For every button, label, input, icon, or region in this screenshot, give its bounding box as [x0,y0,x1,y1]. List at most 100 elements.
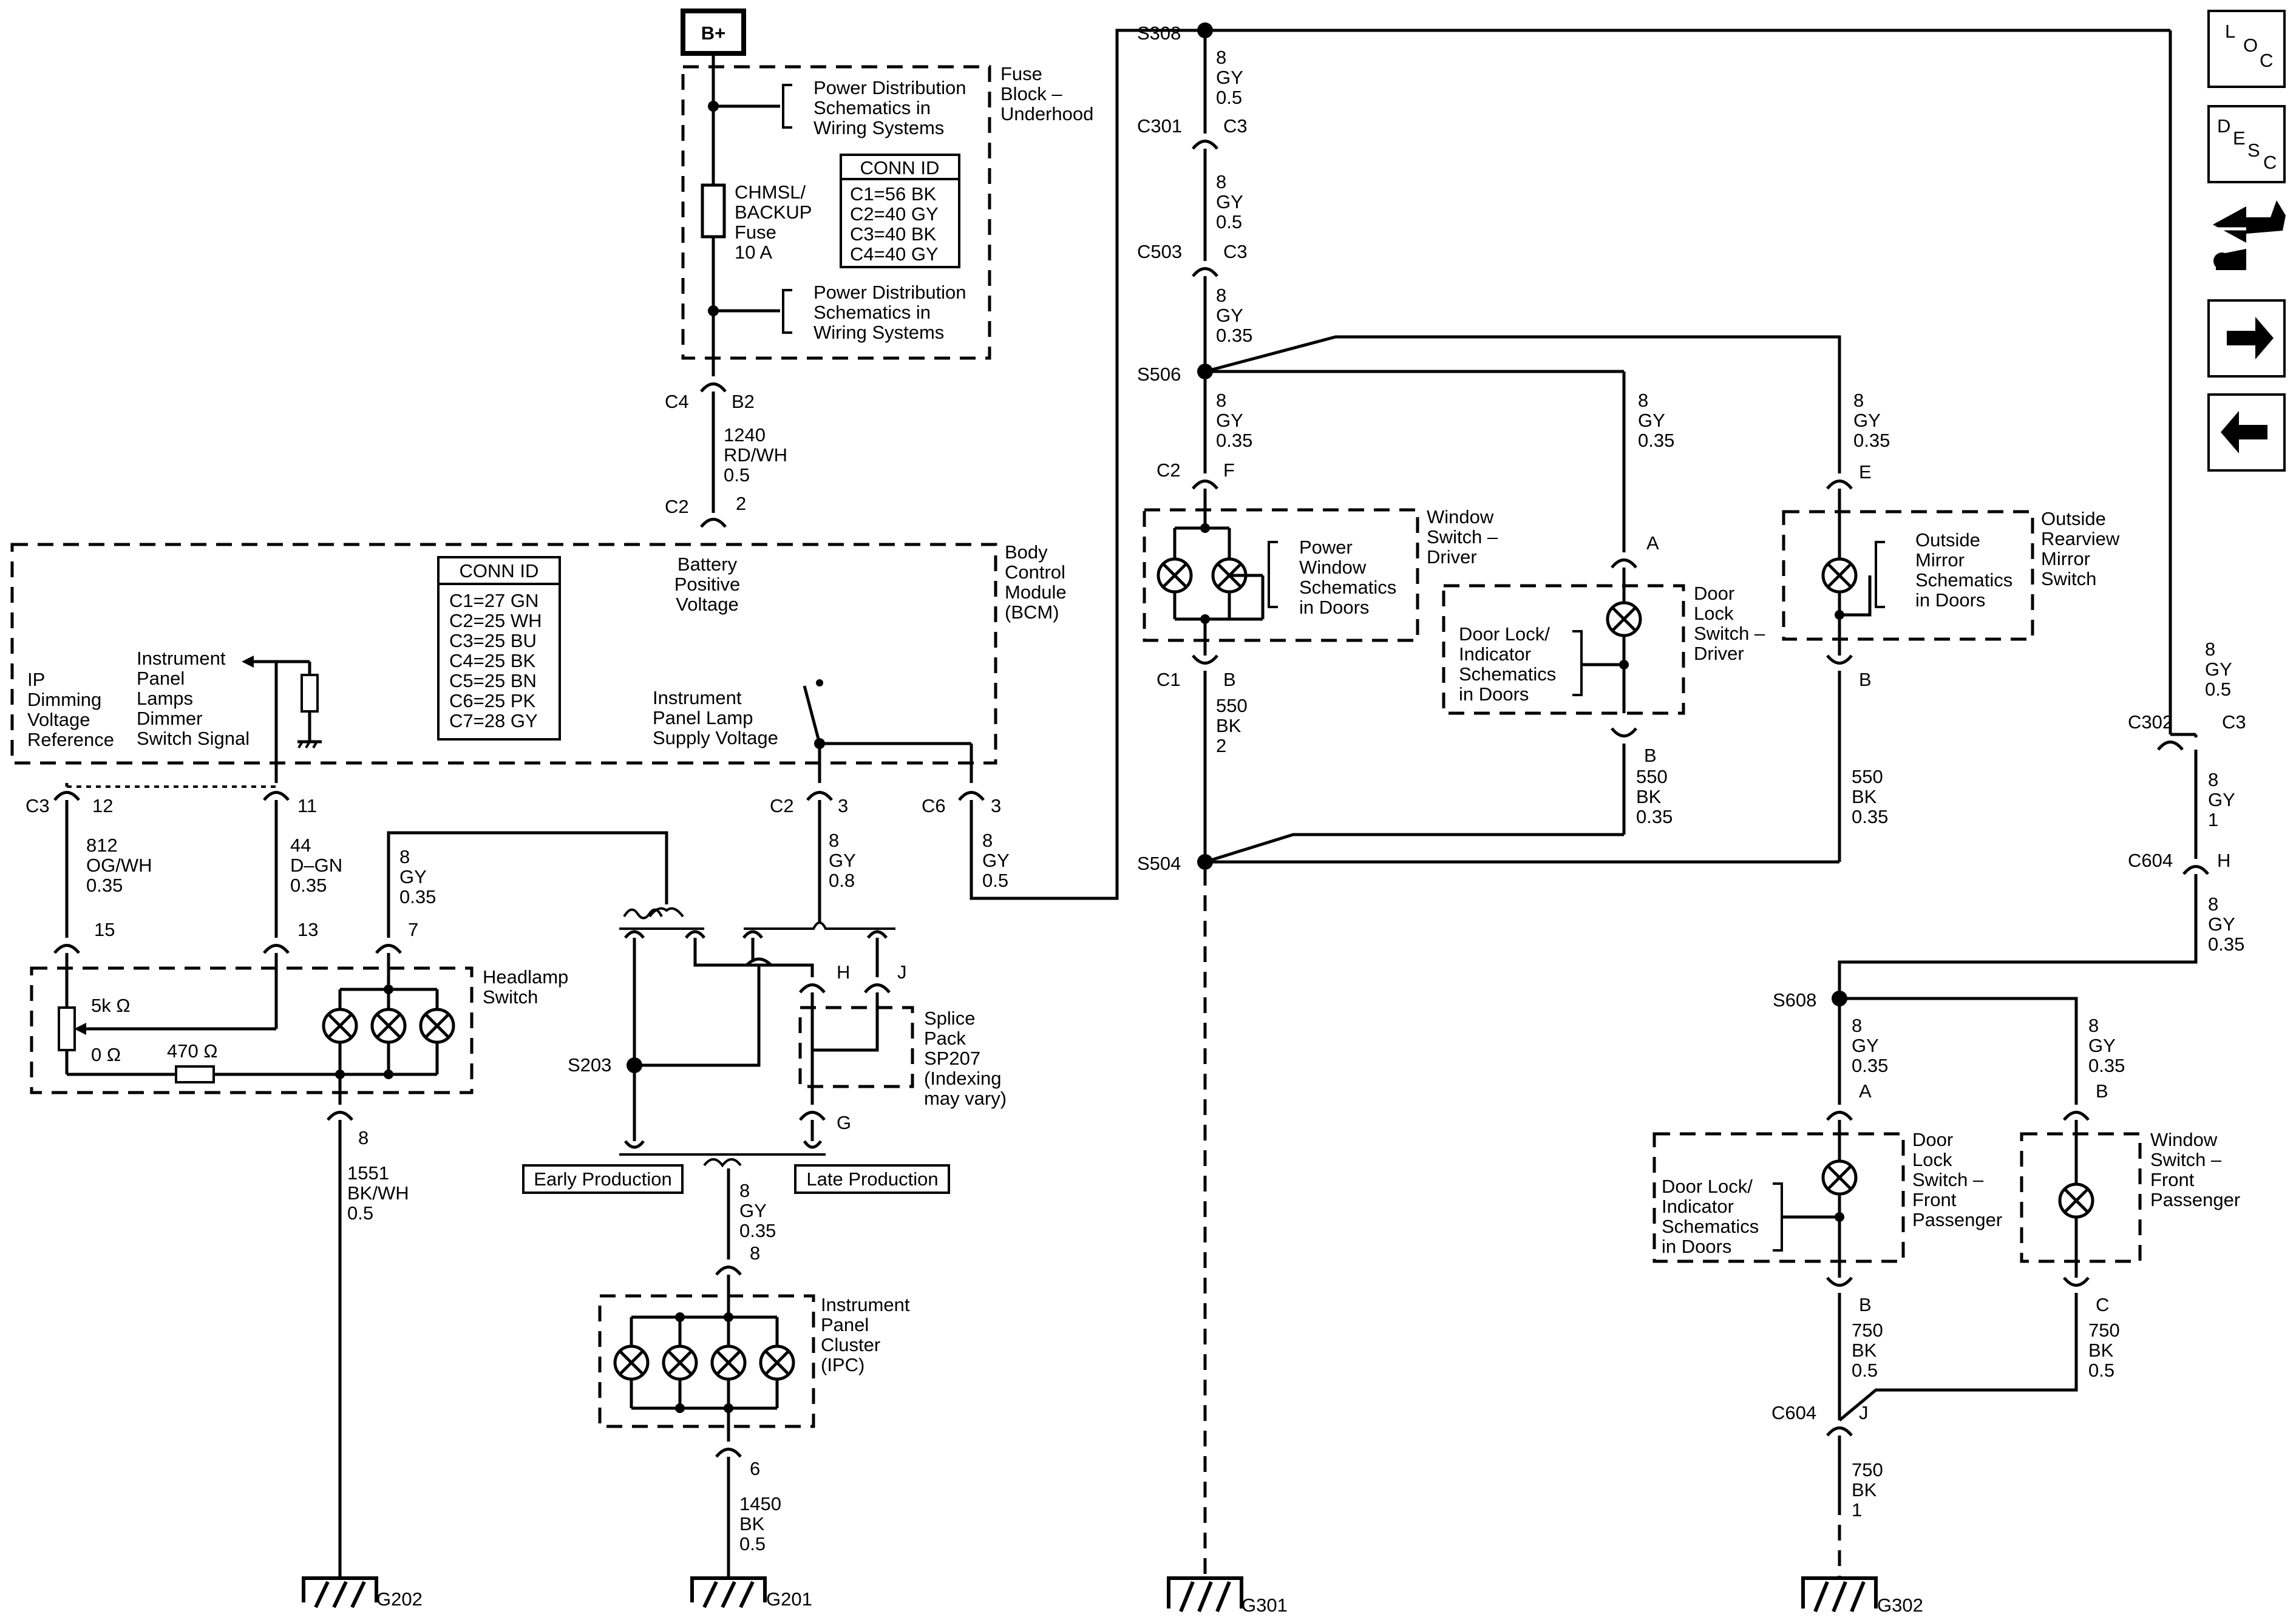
svg-text:L: L [2225,21,2235,42]
pin-15: 15 [94,919,115,940]
window-switch-fp-lamp [2058,1182,2094,1219]
pin-b-ws: B [1223,669,1236,690]
conn-c1-ws: C1 [1156,669,1181,690]
resistor-5k: 5k Ω [91,995,131,1016]
pin-b2-fp: B [1859,1294,1872,1315]
splice-s203: S203 [568,1054,611,1076]
pin-j: J [897,961,907,983]
svg-text:D: D [2217,115,2230,137]
desc-button[interactable]: D E S C [2207,105,2286,183]
pin-b-dl: B [1644,745,1657,766]
svg-text:E: E [2233,127,2246,149]
resistor-470: 470 Ω [167,1040,218,1062]
window-switch-lamp [1156,557,1193,594]
svg-text:G301: G301 [1241,1595,1288,1616]
ipc-lamp [710,1344,747,1381]
pin-j-fp: J [1859,1402,1869,1423]
fuse-conn-id-title: CONN ID [860,157,940,178]
pin-12: 12 [92,795,113,816]
conn-c604b: C604 [1771,1402,1816,1423]
arrow-left-button[interactable] [2207,393,2286,472]
conn-c2-ws: C2 [1156,459,1181,481]
conn-c604-pin: H [2217,850,2230,871]
pin-6: 6 [750,1458,760,1479]
b-plus-label: B+ [701,22,726,44]
pin-b2: B2 [732,391,755,412]
ipc-lamp [759,1344,795,1381]
conn-c604: C604 [2128,850,2173,871]
splice-s608: S608 [1773,989,1816,1011]
conn-c503-pin: C3 [1223,241,1248,262]
door-lock-lamp [1606,601,1642,637]
conn-c301: C301 [1137,115,1182,137]
svg-text:C: C [2263,152,2277,173]
pin-a-fp: A [1859,1080,1872,1102]
bcm-conn-id-title: CONN ID [460,560,539,581]
ipc-lamp [613,1344,650,1381]
connector-tool-icon[interactable] [2213,200,2286,270]
outside-mirror-lamp [1821,557,1858,594]
pin-a-dl: A [1646,532,1659,554]
resistor-0: 0 Ω [91,1044,121,1065]
conn-c6: C6 [922,795,946,816]
splice-s308: S308 [1137,22,1181,44]
svg-text:C: C [2260,50,2273,71]
arrow-right-button[interactable] [2207,299,2286,378]
pin-b-om: B [1859,669,1872,690]
ground-g202: G202 [302,1576,423,1610]
ipc-lamp [662,1344,698,1381]
late-production-label: Late Production [806,1168,938,1190]
arrow-left-icon [2221,411,2267,453]
svg-text:44D–GN0.35: 44D–GN0.35 [290,835,342,896]
pin-f: F [1223,459,1235,481]
svg-text:G202: G202 [376,1588,423,1610]
pin-8-headlamp: 8 [358,1127,369,1148]
pin-b-fp: B [2096,1080,2108,1102]
conn-c302-pin: C3 [2222,711,2246,733]
pin-c-fp: C [2096,1294,2109,1315]
loc-button[interactable]: L O C [2207,10,2286,88]
pin-11: 11 [297,795,317,816]
